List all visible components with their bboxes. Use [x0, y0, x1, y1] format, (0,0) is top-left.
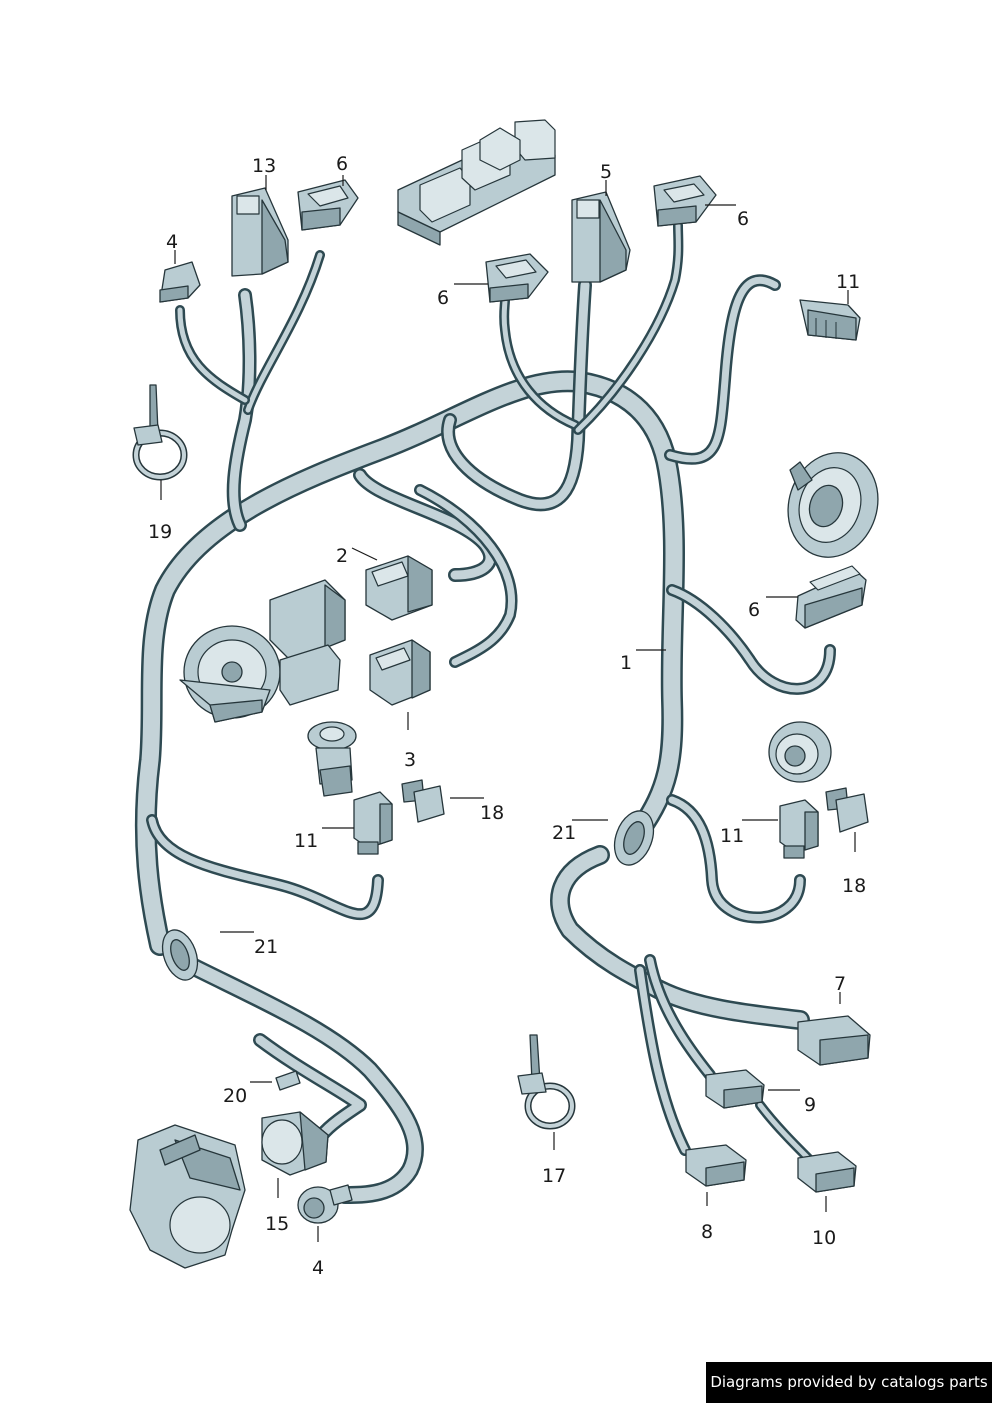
lower-right-branch-cable [550, 845, 810, 1030]
attribution-banner: Diagrams provided by catalogs parts [706, 1362, 992, 1403]
window-switch-panel [397, 119, 556, 246]
connector-11-left-lead-cable [146, 814, 384, 920]
center-drop-loop-cable [441, 278, 592, 512]
top-left-branch-cable [226, 288, 257, 532]
callout-11: 11 [720, 825, 744, 847]
callout-8: 8 [701, 1221, 713, 1243]
connector-6-center [485, 253, 549, 303]
speaker-small [768, 721, 832, 783]
harness-cables [134, 220, 836, 1204]
callout-18: 18 [480, 802, 504, 824]
callout-labels: 13 6 4 5 6 6 11 19 2 3 6 1 18 11 21 11 1… [148, 153, 866, 1279]
connector-11-left [353, 791, 393, 855]
callout-7: 7 [834, 973, 846, 995]
connector-11-top-right-lead-cable [664, 274, 781, 465]
connector-9 [705, 1069, 765, 1109]
connector-4-top-left [159, 261, 201, 303]
callout-18: 18 [842, 875, 866, 897]
connector-5 [571, 191, 631, 283]
connector-6-right [795, 565, 867, 629]
connector-9-lead-cable [644, 954, 716, 1081]
callout-6: 6 [336, 153, 348, 175]
door-contact-switch [307, 721, 357, 797]
connector-6-top-right [653, 175, 717, 227]
connector-13-lead-cable [243, 250, 325, 415]
connector-11-top-right [799, 299, 861, 341]
connector-3 [369, 639, 431, 706]
callout-1: 1 [620, 652, 632, 674]
lock-connector-branch-cable [253, 1033, 367, 1142]
callout-15: 15 [265, 1213, 289, 1235]
speaker-large [787, 452, 879, 558]
callout-6: 6 [437, 287, 449, 309]
connector-4-lead-cable [175, 305, 250, 405]
callout-3: 3 [404, 749, 416, 771]
connector-2 [365, 555, 433, 621]
cable-tie-19 [132, 384, 188, 481]
window-regulator-motor [179, 579, 346, 723]
connector-8-lead-cable [634, 964, 691, 1156]
callout-4: 4 [166, 231, 178, 253]
callout-19: 19 [148, 521, 172, 543]
screw-18-right [825, 787, 869, 833]
connector-11-right [779, 799, 819, 859]
cable-tie-17 [517, 1034, 576, 1130]
callout-10: 10 [812, 1227, 836, 1249]
callout-5: 5 [600, 161, 612, 183]
callout-2: 2 [336, 545, 348, 567]
connector-10 [797, 1151, 857, 1193]
left-door-lock-branch-cable [181, 956, 424, 1204]
connector-13 [231, 187, 289, 277]
connector-11-right-lead-cable [666, 794, 806, 924]
screw-18-left [401, 779, 445, 823]
grommet-21-left [161, 929, 199, 981]
callout-4: 4 [312, 1257, 324, 1279]
callout-6: 6 [748, 599, 760, 621]
connector-15 [261, 1111, 329, 1176]
callout-11: 11 [294, 830, 318, 852]
pin-20 [275, 1070, 301, 1091]
callout-17: 17 [542, 1165, 566, 1187]
door-lock-actuator [129, 1124, 246, 1269]
connector-8 [685, 1144, 747, 1187]
leader-lines [160, 175, 856, 1242]
connector-10-lead-cable [755, 1100, 815, 1165]
callout-13: 13 [252, 155, 276, 177]
callout-20: 20 [223, 1085, 247, 1107]
connector-6-top-right-lead-cable [573, 220, 684, 435]
connector-6-right-lead-cable [666, 584, 836, 695]
connector-3-lead-cable [414, 484, 518, 668]
grommet-21-right [613, 810, 655, 866]
connector-6-center-lead-cable [499, 295, 580, 430]
callout-21: 21 [552, 822, 576, 844]
callout-9: 9 [804, 1094, 816, 1116]
callout-11: 11 [836, 271, 860, 293]
connector-6-top-left [297, 179, 359, 231]
callout-21: 21 [254, 936, 278, 958]
callout-6: 6 [737, 208, 749, 230]
connector-7 [797, 1015, 871, 1066]
connector-4-bottom [297, 1184, 353, 1224]
